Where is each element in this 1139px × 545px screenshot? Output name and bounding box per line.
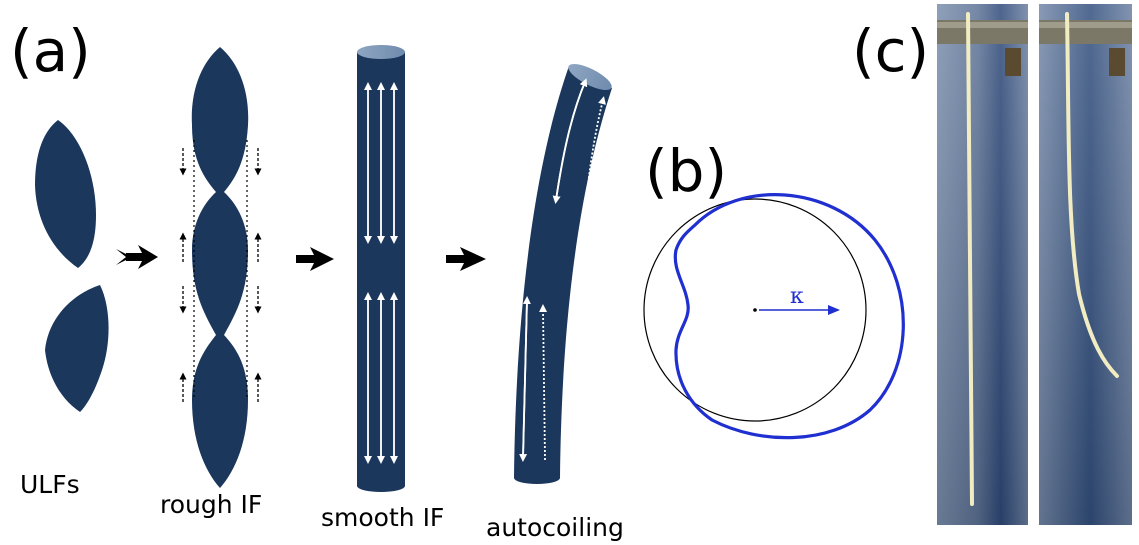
caption-rough-if: rough IF xyxy=(160,490,263,519)
ulf-leaf-upper xyxy=(35,120,96,268)
ulf-group xyxy=(35,120,109,412)
arrow-icon-3-head xyxy=(460,247,486,271)
autocoiling-filament xyxy=(514,63,612,484)
autocoiling-top-cap xyxy=(568,63,612,91)
photo-right-svg xyxy=(1039,4,1132,525)
photo-left xyxy=(937,4,1028,525)
transition-arrows xyxy=(116,245,486,271)
autocoiling-arrow-dotted-lower xyxy=(539,304,548,461)
caption-smooth-if: smooth IF xyxy=(321,503,445,532)
photo-right-fiber xyxy=(1065,12,1119,378)
rough-if-body xyxy=(191,47,249,488)
panel-label-a: (a) xyxy=(10,17,91,85)
caption-ulfs: ULFs xyxy=(20,470,80,499)
autocoiling-arrow-dotted-upper xyxy=(583,96,606,223)
photo-left-clip xyxy=(1005,48,1021,76)
panel-label-c: (c) xyxy=(852,17,930,85)
autocoiling-body xyxy=(514,66,612,478)
arrow-icon-1 xyxy=(116,249,146,265)
reference-circle xyxy=(643,198,867,422)
autocoiling-arrow-solid-lower-b xyxy=(519,299,528,462)
smooth-if-top-cap xyxy=(357,45,405,59)
panel-b-figure: κ xyxy=(643,193,905,440)
arrow-icon-2 xyxy=(296,255,320,263)
panel-label-b: (b) xyxy=(645,137,728,205)
photo-right xyxy=(1039,4,1132,525)
center-point xyxy=(753,308,757,312)
smooth-if-bottom xyxy=(357,480,405,492)
arrow-icon-2-head xyxy=(310,247,334,271)
deformed-contour xyxy=(673,193,905,440)
photo-right-clip xyxy=(1109,48,1125,76)
smooth-if-cylinder xyxy=(357,45,405,492)
arrow-icon-1-head xyxy=(138,245,158,269)
photo-left-fiber xyxy=(966,12,974,506)
kappa-label: κ xyxy=(790,284,804,309)
ulf-leaf-lower xyxy=(45,285,109,412)
autocoiling-bottom xyxy=(514,472,560,484)
rough-if-group xyxy=(179,47,262,488)
caption-autocoiling: autocoiling xyxy=(486,513,624,542)
arrow-icon-3 xyxy=(446,255,470,263)
photo-left-svg xyxy=(937,4,1028,525)
autocoiling-arrow-solid-upper-b xyxy=(552,81,586,204)
